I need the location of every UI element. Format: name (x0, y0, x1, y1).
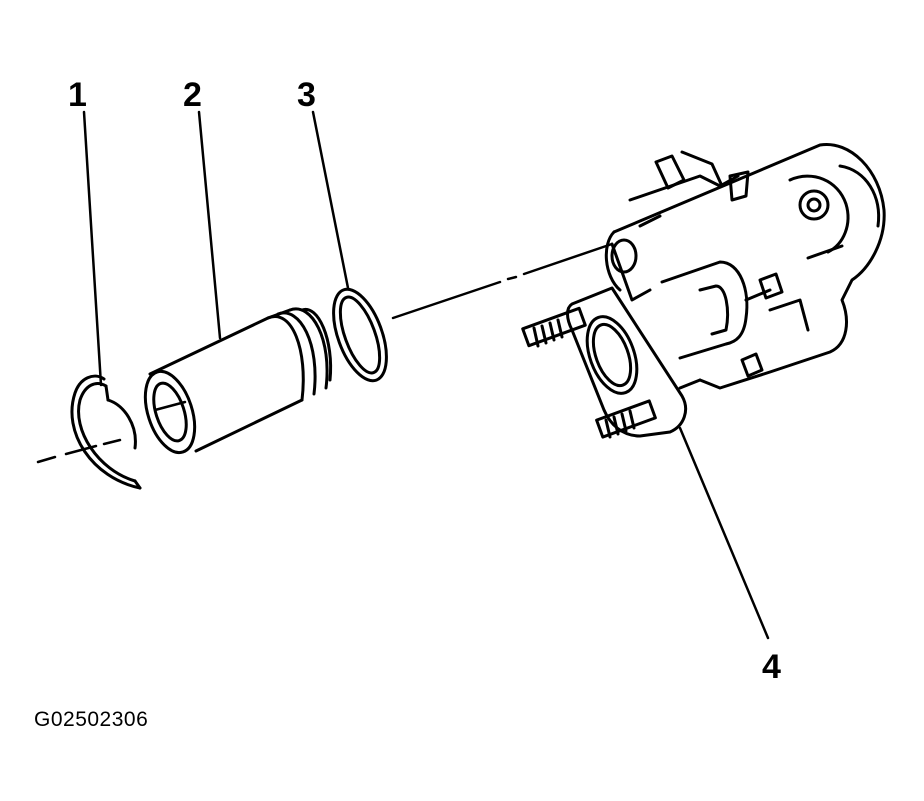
leader-lines (82, 110, 770, 640)
centerline-axis (36, 242, 614, 464)
leader-line-1 (82, 110, 103, 387)
callout-number-4: 4 (762, 648, 781, 686)
o-ring-icon (332, 287, 388, 383)
callout-number-2: 2 (183, 76, 202, 114)
housing-icon (521, 142, 886, 439)
callout-number-3: 3 (297, 76, 316, 114)
leader-line-4 (678, 426, 770, 640)
snap-ring-icon (70, 374, 142, 490)
leader-line-3 (311, 110, 350, 290)
callout-number-1: 1 (68, 76, 87, 114)
figure-id-label: G02502306 (34, 708, 149, 731)
leader-line-2 (197, 110, 222, 340)
piston-icon (143, 307, 333, 455)
